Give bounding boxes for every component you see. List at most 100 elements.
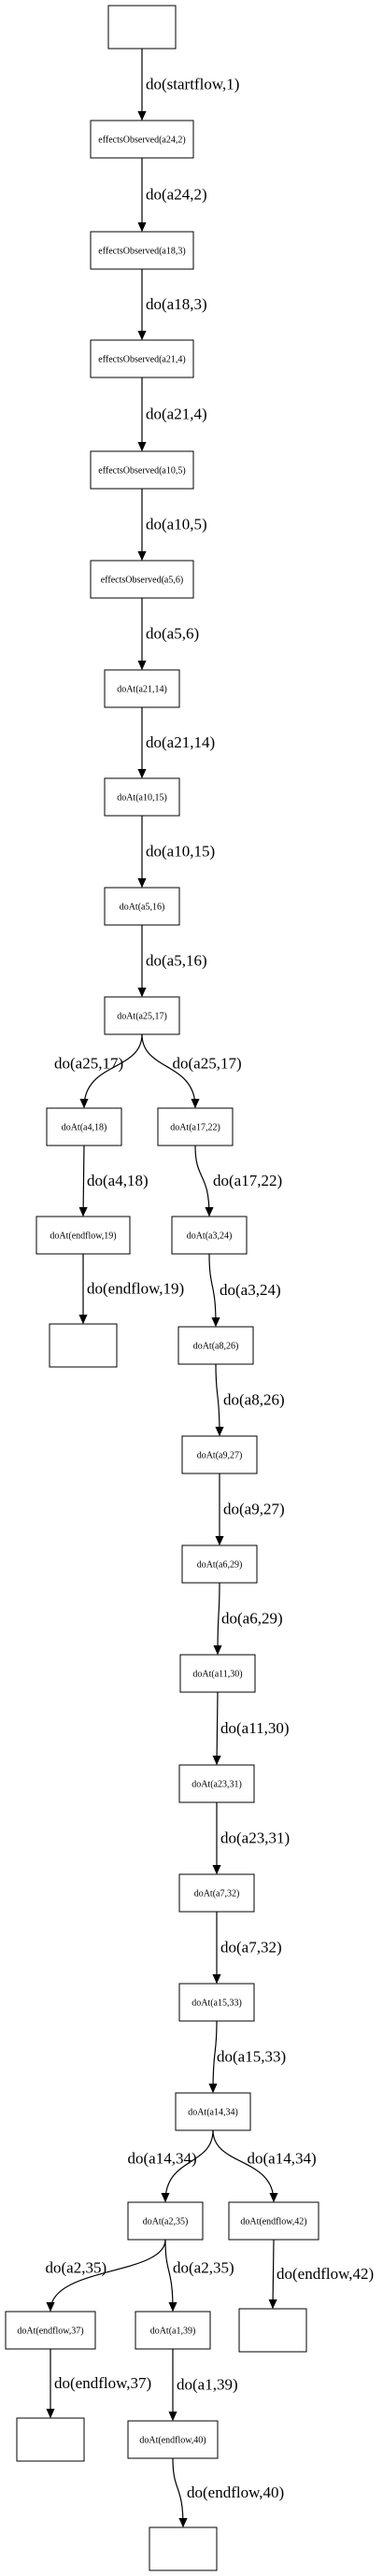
node-label: doAt(a1,39) (150, 2327, 196, 2337)
edge-label: do(a17,22) (213, 1172, 282, 1189)
node-label: doAt(a23,31) (192, 1780, 242, 1790)
node-effectsobserved-a18-3: effectsObserved(a18,3) (90, 231, 194, 270)
edge: do(a1,39) (173, 2349, 238, 2420)
node-doat-endflow-40: doAt(endflow,40) (127, 2420, 219, 2459)
edge: do(a9,27) (220, 1473, 285, 1544)
edge-label: do(a10,15) (146, 843, 215, 861)
edge-arrow (164, 2239, 173, 2311)
edge-arrow (218, 1582, 220, 1654)
node-empty (238, 2308, 307, 2353)
node-empty (149, 2526, 218, 2571)
node-empty (107, 5, 177, 50)
edge-arrow (50, 2239, 166, 2311)
node-box (90, 560, 194, 599)
edge-label: do(a7,32) (220, 1939, 282, 1957)
node-box (171, 1216, 248, 1255)
edge-label: do(a3,24) (220, 1281, 281, 1299)
edge: do(a4,18) (83, 1145, 149, 1216)
edge: do(a2,35) (46, 2239, 166, 2311)
edge-arrow (208, 1253, 216, 1326)
edge-label: do(a21,14) (146, 733, 215, 751)
edge-label: do(a14,34) (248, 2150, 317, 2168)
node-box (90, 120, 194, 159)
node-box (238, 2308, 307, 2353)
edge-arrow (217, 1691, 218, 1764)
node-label: doAt(a9,27) (197, 1451, 243, 1461)
node-label: doAt(a10,15) (117, 793, 167, 804)
node-box (179, 1654, 256, 1693)
node-label: doAt(a15,33) (192, 1999, 242, 2009)
node-box (90, 450, 194, 490)
node-label: effectsObserved(a18,3) (98, 247, 185, 257)
node-label: doAt(a3,24) (187, 1231, 233, 1242)
node-doat-a23-31: doAt(a23,31) (178, 1764, 255, 1803)
edge: do(a14,34) (128, 2129, 214, 2201)
node-label: doAt(a17,22) (170, 1123, 220, 1133)
edge: do(a11,30) (217, 1691, 290, 1764)
edge-label: do(a11,30) (220, 1719, 290, 1737)
edge: do(a18,3) (142, 269, 207, 339)
edge-label: do(a8,26) (223, 1391, 285, 1409)
edge-label: do(a5,6) (146, 625, 199, 643)
node-label: doAt(a8,26) (193, 1342, 239, 1352)
node-doat-a10-15: doAt(a10,15) (104, 777, 180, 817)
node-box (90, 231, 194, 270)
edge-label: do(a2,35) (46, 2259, 107, 2277)
node-box (104, 777, 180, 817)
edge-label: do(a25,17) (173, 1055, 242, 1073)
edge: do(a24,2) (142, 158, 207, 231)
edge: do(a3,24) (208, 1253, 281, 1326)
edge-label: do(a18,3) (146, 295, 207, 313)
node-box (181, 1435, 258, 1474)
edge-label: do(a4,18) (87, 1172, 149, 1189)
edge-arrow (213, 2020, 217, 2092)
edge: do(a8,26) (216, 1363, 285, 1435)
edge: do(a14,34) (212, 2129, 317, 2201)
node-doat-a25-17: doAt(a25,17) (104, 996, 180, 1035)
node-effectsobserved-a5-6: effectsObserved(a5,6) (90, 560, 194, 599)
node-label: effectsObserved(a5,6) (101, 576, 183, 586)
node-box (46, 1107, 122, 1146)
edge-label: do(a10,5) (146, 516, 207, 534)
nodes-layer: effectsObserved(a24,2) effectsObserved(a1… (5, 5, 319, 2571)
node-box (127, 2201, 204, 2241)
edge: do(a21,14) (142, 707, 215, 777)
edge: do(a25,17) (54, 1033, 143, 1107)
edge: do(a5,16) (142, 925, 207, 996)
edge-arrow (165, 2129, 214, 2201)
node-doat-a4-18: doAt(a4,18) (46, 1107, 122, 1146)
node-box (228, 2201, 319, 2241)
node-effectsobserved-a21-4: effectsObserved(a21,4) (90, 339, 194, 378)
node-label: doAt(a4,18) (62, 1123, 107, 1133)
node-effectsobserved-a10-5: effectsObserved(a10,5) (90, 450, 194, 490)
edge: do(a15,33) (213, 2020, 286, 2092)
node-effectsobserved-a24-2: effectsObserved(a24,2) (90, 120, 194, 159)
edge-label: do(a1,39) (177, 2376, 238, 2394)
node-doat-a6-29: doAt(a6,29) (181, 1544, 258, 1584)
edge-label: do(a6,29) (221, 1610, 283, 1628)
node-box (149, 2526, 218, 2571)
node-label: doAt(a11,30) (192, 1670, 242, 1680)
edge: do(a7,32) (217, 1912, 282, 1983)
node-box (135, 2311, 211, 2350)
node-empty (16, 2417, 85, 2462)
edge-label: do(a14,34) (128, 2150, 197, 2168)
node-label: doAt(a6,29) (197, 1560, 243, 1571)
edge-label: do(a9,27) (223, 1501, 285, 1518)
edge-label: do(a25,17) (54, 1055, 123, 1073)
edge-arrow (84, 1033, 143, 1107)
node-doat-a14-34: doAt(a14,34) (175, 2092, 251, 2131)
edge-arrow (194, 1145, 209, 1216)
node-label: doAt(a5,16) (120, 903, 165, 913)
node-empty (49, 1323, 118, 1368)
node-label: effectsObserved(a10,5) (98, 466, 185, 477)
node-label: doAt(a2,35) (143, 2217, 189, 2227)
node-doat-a11-30: doAt(a11,30) (179, 1654, 256, 1693)
node-box (127, 2420, 219, 2459)
node-box (16, 2417, 85, 2462)
node-label: doAt(a21,14) (117, 685, 167, 695)
node-box (104, 669, 180, 708)
node-label: doAt(a14,34) (188, 2108, 238, 2118)
node-box (49, 1323, 118, 1368)
